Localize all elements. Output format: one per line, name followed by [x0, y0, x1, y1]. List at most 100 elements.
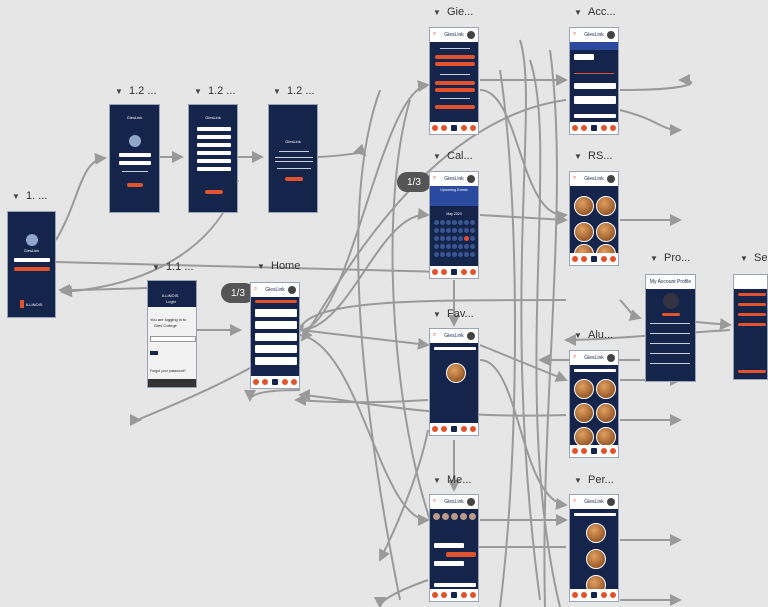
- frame-messages[interactable]: ⌕GiesLink: [429, 494, 479, 602]
- frame-label-f121[interactable]: ▼1.2 ...: [115, 85, 157, 97]
- frame-calendar[interactable]: ⌕GiesLink Upcoming Events May 2023: [429, 171, 479, 279]
- forgot-password-text: Forgot your password?: [150, 369, 186, 373]
- avatar: [607, 175, 615, 183]
- frame-illinois-login[interactable]: ILLINOIS Login You are logging in to Gie…: [147, 280, 197, 388]
- divider: [574, 73, 614, 74]
- illinois-header-login: Login: [166, 299, 176, 304]
- frame-label-home[interactable]: ▼Home: [257, 260, 301, 272]
- account-header: ⌕GiesLink: [570, 28, 618, 42]
- flow-start-badge-home[interactable]: 1/3: [221, 283, 255, 303]
- avatar: [607, 498, 615, 506]
- text-line: [277, 168, 311, 169]
- next-button: [150, 351, 158, 355]
- frame-label-alu[interactable]: ▼Alu...: [574, 329, 614, 341]
- settings-item: [738, 323, 766, 326]
- event-thumb: [574, 196, 594, 216]
- home-card: [255, 321, 297, 329]
- frame-splash[interactable]: GiesLink ILLINOIS: [7, 211, 56, 318]
- frame-label-f123[interactable]: ▼1.2 ...: [273, 85, 315, 97]
- frame-gies[interactable]: ⌕GiesLink: [429, 27, 479, 135]
- frame-label-f11[interactable]: ▼1.1 ...: [152, 261, 194, 273]
- favorites-tabs: [434, 347, 476, 350]
- home-card: [255, 333, 297, 341]
- splash-button: [14, 267, 50, 271]
- calendar-day: [458, 244, 463, 249]
- frame-personal[interactable]: ⌕GiesLink: [569, 494, 619, 602]
- contact-avatar: [460, 513, 467, 520]
- personal-thumb: [586, 549, 606, 569]
- confirm-app-name: GiesLink: [285, 139, 301, 144]
- frame-label-acc[interactable]: ▼Acc...: [574, 6, 616, 18]
- frame-label-per[interactable]: ▼Per...: [574, 474, 614, 486]
- frame-favorites[interactable]: ⌕GiesLink: [429, 328, 479, 436]
- frame-label-se[interactable]: ▼Se...: [740, 252, 768, 264]
- frame-rsvp[interactable]: ⌕GiesLink: [569, 171, 619, 266]
- frame-label-f1[interactable]: ▼1. ...: [12, 190, 48, 202]
- gies-button: [435, 105, 475, 109]
- avatar: [288, 286, 296, 294]
- frame-label-fav[interactable]: ▼Fav...: [433, 308, 474, 320]
- contact-avatar: [451, 513, 458, 520]
- frame-label-f122[interactable]: ▼1.2 ...: [194, 85, 236, 97]
- settings-item: [738, 293, 766, 296]
- calendar-day: [458, 220, 463, 225]
- alumni-header-title: GiesLink: [584, 355, 604, 361]
- event-thumb: [574, 222, 594, 242]
- personal-header: ⌕GiesLink: [570, 495, 618, 509]
- frame-alumni[interactable]: ⌕GiesLink: [569, 350, 619, 458]
- rsvp-nav-bar: [570, 253, 618, 265]
- profile-avatar: [663, 293, 679, 309]
- gies-button: [435, 55, 475, 59]
- frame-confirmation[interactable]: GiesLink: [268, 104, 318, 213]
- username-field: [119, 153, 151, 157]
- signup-app-name: GiesLink: [205, 115, 221, 120]
- account-card: [574, 54, 594, 60]
- frame-login-1[interactable]: GiesLink: [109, 104, 160, 213]
- frame-label-gie[interactable]: ▼Gie...: [433, 6, 474, 18]
- avatar: [607, 354, 615, 362]
- message-input: [434, 583, 476, 587]
- account-card: [574, 96, 616, 104]
- field: [197, 167, 231, 171]
- text-line: [650, 323, 690, 324]
- submit-button: [205, 190, 223, 194]
- frame-label-pro[interactable]: ▼Pro...: [650, 252, 691, 264]
- alumni-header: ⌕GiesLink: [570, 351, 618, 365]
- home-nav-bar: [251, 376, 299, 388]
- avatar: [467, 175, 475, 183]
- illinois-i-icon: [20, 300, 24, 308]
- frame-label-me[interactable]: ▼Me...: [433, 474, 472, 486]
- text-line: [650, 343, 690, 344]
- field: [197, 143, 231, 147]
- event-thumb: [596, 222, 616, 242]
- account-header-title: GiesLink: [584, 32, 604, 38]
- flow-start-badge-calendar[interactable]: 1/3: [397, 172, 431, 192]
- calendar-day: [446, 244, 451, 249]
- account-input: [574, 114, 616, 118]
- frame-profile[interactable]: My Account Profile: [645, 274, 696, 382]
- favorites-header-title: GiesLink: [444, 333, 464, 339]
- calendar-day: [452, 228, 457, 233]
- text-line: [275, 157, 313, 158]
- frame-label-cal[interactable]: ▼Cal...: [433, 150, 473, 162]
- alumni-thumb: [596, 379, 616, 399]
- calendar-day: [464, 244, 469, 249]
- frame-account[interactable]: ⌕GiesLink: [569, 27, 619, 135]
- text-line: [650, 363, 690, 364]
- frame-signup[interactable]: GiesLink: [188, 104, 238, 213]
- gies-button: [435, 62, 475, 66]
- calendar-day: [470, 236, 475, 241]
- frame-settings[interactable]: [733, 274, 768, 380]
- splash-field: [14, 258, 50, 262]
- frame-home[interactable]: ⌕GiesLink: [250, 282, 300, 389]
- messages-nav-bar: [430, 589, 478, 601]
- frame-label-rs[interactable]: ▼RS...: [574, 150, 613, 162]
- personal-header-title: GiesLink: [584, 499, 604, 505]
- contact-avatar: [433, 513, 440, 520]
- text-line: [440, 98, 470, 99]
- field: [197, 127, 231, 131]
- calendar-day: [446, 220, 451, 225]
- text-line: [440, 74, 470, 75]
